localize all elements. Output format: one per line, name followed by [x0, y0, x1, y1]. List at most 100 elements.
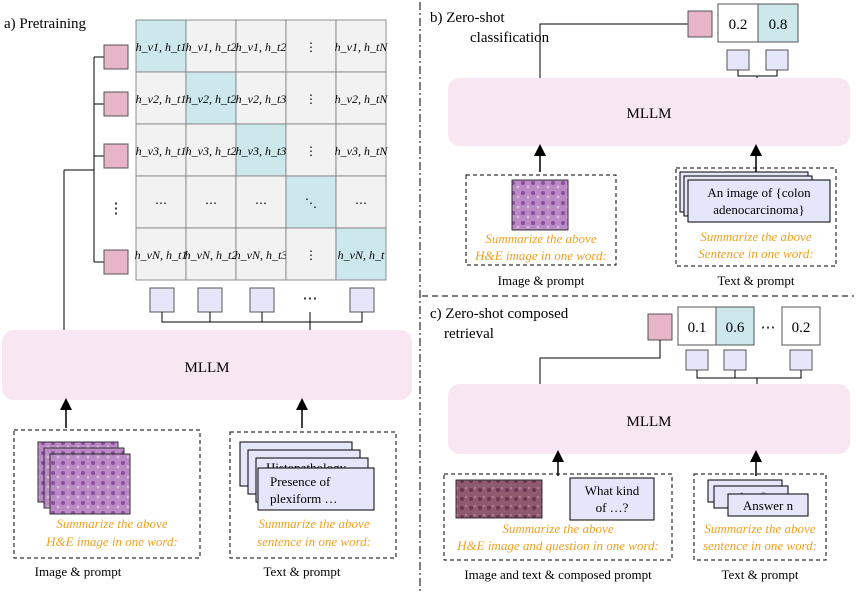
score-dots: ⋯	[761, 320, 776, 336]
grid-cell-text: h_v2, h_tN	[335, 92, 389, 106]
grid-cell-text: ⋮	[305, 92, 317, 106]
score-value: 0.6	[726, 320, 745, 336]
text-prompt-label: Text & prompt	[263, 564, 340, 579]
image-prompt-box	[465, 174, 617, 266]
panel-b-title-line1: b) Zero-shot	[430, 10, 505, 26]
lavender-embedding-square	[723, 349, 747, 371]
grid-cell-text: h_v1, h_t1	[136, 40, 187, 54]
image-prompt-label: Image & prompt	[35, 564, 122, 579]
grid-cell-text: ⋮	[305, 248, 317, 262]
lavender-bracket	[737, 70, 778, 77]
grid-cell	[285, 175, 337, 229]
question-line1: What kind	[585, 483, 640, 498]
grid-cell	[285, 71, 337, 125]
question-card	[569, 477, 655, 521]
grid-cell	[335, 175, 387, 229]
text-card-line1: Presence of	[270, 474, 331, 489]
panel-a-title: a) Pretraining	[4, 16, 87, 32]
text-prompt-line1: Summarize the above	[704, 521, 815, 536]
connector-line	[539, 23, 688, 78]
text-card-front	[257, 467, 375, 511]
grid-cell-text: h_v1, h_t2	[186, 40, 237, 54]
composed-prompt-line1: Summarize the above	[502, 521, 613, 536]
score-value: 0.8	[769, 17, 788, 33]
text-prompt-line2: Sentence in one word:	[698, 246, 813, 261]
lavender-embedding-square	[789, 349, 813, 371]
text-card-line1: An image of {colon	[707, 185, 811, 200]
grid-cell	[235, 71, 287, 125]
pink-embedding-square	[647, 313, 673, 341]
grid-cell-text: h_v3, h_t3	[236, 144, 287, 158]
score-box-highlighted	[715, 306, 755, 346]
score-value: 0.1	[688, 320, 707, 336]
composed-prompt-box	[443, 473, 673, 561]
grid-cell	[135, 123, 187, 177]
lavender-embedding-square	[726, 49, 750, 71]
grid-cell	[285, 227, 337, 281]
grid-cell-text: ⋯	[205, 196, 217, 210]
grid-cell	[235, 123, 287, 177]
connector-line	[539, 340, 661, 384]
mllm-box	[2, 330, 412, 400]
tissue-image	[455, 479, 543, 519]
text-prompt-label: Text & prompt	[721, 567, 798, 582]
composed-prompt-label: Image and text & composed prompt	[464, 567, 652, 582]
grid-cell-text: h_v2, h_t3	[236, 92, 287, 106]
grid-cell-text: h_v3, h_t2	[186, 144, 237, 158]
grid-cell-text: h_v3, h_tN	[335, 144, 389, 158]
grid-cell	[235, 175, 287, 229]
panel-c: c) Zero-shot composed retrieval 0.1 0.6 …	[430, 306, 850, 582]
grid-cell-text: h_vN, h_t1	[135, 248, 188, 262]
panel-b: b) Zero-shot classification 0.2 0.8 MLLM…	[430, 3, 850, 288]
grid-cell-text: h_vN, h_t	[338, 248, 385, 262]
panel-c-title-line2: retrieval	[444, 326, 494, 342]
mllm-box	[448, 384, 850, 454]
answers-prompt-box	[693, 473, 827, 561]
text-card-line2: adenocarcinoma}	[713, 202, 804, 217]
text-card	[687, 179, 831, 223]
grid-cell-text: ⋯	[255, 196, 267, 210]
pink-embedding-square	[103, 249, 129, 275]
grid-cell-text: h_v1, h_tN	[335, 40, 389, 54]
lavender-embedding-square	[197, 287, 223, 313]
score-box-highlighted	[757, 3, 799, 43]
lavender-bracket	[696, 370, 802, 379]
grid-cell	[185, 71, 237, 125]
text-prompt-line2: sentence in one word:	[703, 538, 817, 553]
text-prompt-label: Text & prompt	[717, 273, 794, 288]
stacked-image	[49, 453, 131, 515]
lavender-embedding-square	[685, 349, 709, 371]
mllm-label: MLLM	[627, 414, 672, 430]
score-value: 0.2	[729, 17, 748, 33]
mllm-label: MLLM	[627, 106, 672, 122]
grid-cell-text: h_v1, h_t2	[236, 40, 287, 54]
image-prompt-line2: H&E image in one word:	[474, 248, 607, 263]
lavender-embedding-square	[349, 287, 375, 313]
pink-embedding-square	[103, 91, 129, 117]
grid-cell	[135, 71, 187, 125]
lavender-embedding-square	[765, 49, 789, 71]
grid-cell-text: ⋱	[305, 196, 317, 210]
grid-cell	[185, 227, 237, 281]
text-prompt-line1: Summarize the above	[258, 516, 369, 531]
answer-card	[727, 493, 809, 517]
image-prompt-line2: H&E image in one word:	[45, 534, 178, 549]
grid-cell	[135, 175, 187, 229]
grid-cell-text: h_vN, h_t2	[185, 248, 238, 262]
grid-cell-text: ⋮	[305, 40, 317, 54]
text-prompt-line1: Summarize the above	[700, 229, 811, 244]
text-prompt-box	[675, 167, 837, 267]
panel-c-title-line1: c) Zero-shot composed	[430, 306, 569, 322]
grid-cell-text: h_v3, h_t1	[136, 144, 187, 158]
grid-cell	[335, 227, 387, 281]
image-prompt-label: Image & prompt	[498, 273, 585, 288]
grid-cell-text: ⋯	[155, 196, 167, 210]
pink-embedding-square	[687, 10, 713, 38]
grid-cell	[235, 227, 287, 281]
pink-embedding-square	[103, 143, 129, 169]
grid-cell-text: ⋯	[355, 196, 367, 210]
grid-cell	[185, 175, 237, 229]
